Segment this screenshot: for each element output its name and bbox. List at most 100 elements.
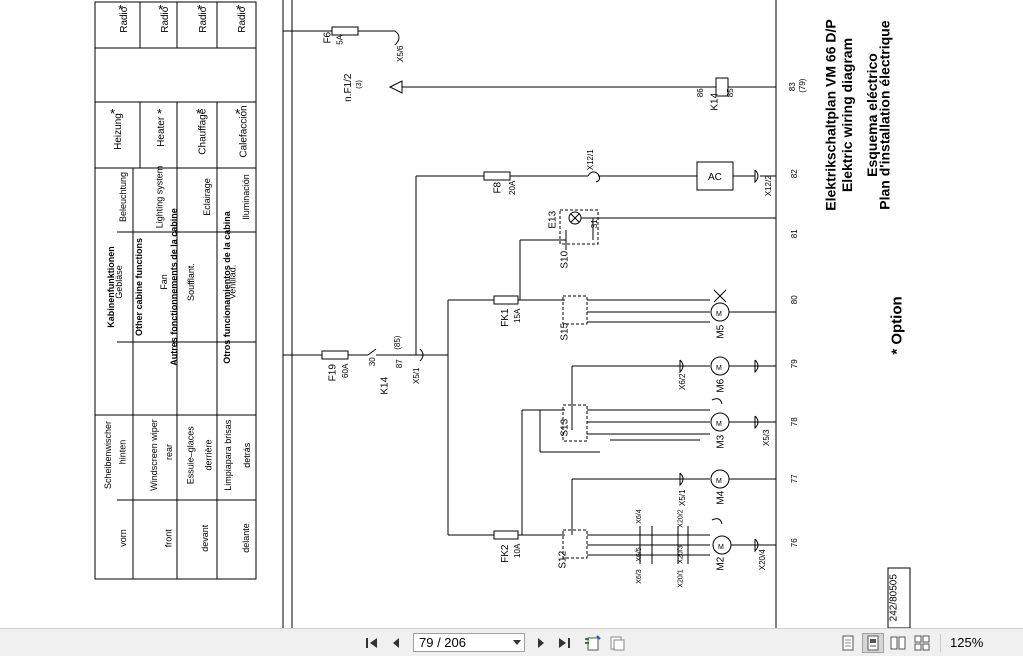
document-page: Radio Radio Radio Radio * * * * Heizung …	[94, 0, 911, 628]
option-star: *	[235, 106, 240, 121]
fit-page-button[interactable]	[582, 633, 604, 653]
single-page-icon	[842, 635, 854, 651]
cab-light-en: Lighting system	[154, 166, 164, 229]
next-page-icon	[538, 638, 544, 648]
label-pin-87: 87	[395, 359, 404, 368]
page-indicator: 79 / 206	[419, 635, 466, 650]
single-page-view-button[interactable]	[838, 633, 858, 653]
continuous-facing-view-button[interactable]	[912, 633, 932, 653]
label-f8: F8	[493, 181, 504, 193]
last-page-button[interactable]	[554, 633, 574, 653]
radio-label-fr: Radio	[198, 6, 209, 33]
label-m5: M5	[716, 324, 727, 338]
facing-pages-icon	[890, 636, 906, 650]
facing-view-button[interactable]	[888, 633, 908, 653]
drawing-number: 242/80505	[888, 574, 899, 622]
continuous-facing-icon	[914, 635, 930, 651]
motor-symbol: M	[716, 421, 722, 428]
label-f19-rating: 60A	[341, 363, 350, 378]
label-x63: X6/3	[636, 569, 643, 584]
label-s13: S13	[560, 418, 571, 436]
label-col-76: 76	[790, 538, 799, 547]
label-x64: X6/4	[636, 509, 643, 524]
wiper-front-de: vorn	[118, 529, 128, 547]
wiper-rear-es: detrás	[242, 442, 252, 468]
option-star: *	[197, 2, 202, 17]
label-pin-31: 31	[590, 219, 599, 228]
wiring	[283, 26, 776, 564]
label-k14: K14	[380, 376, 391, 394]
label-f19: F19	[327, 364, 338, 382]
next-page-button[interactable]	[531, 633, 551, 653]
viewer-toolbar: 79 / 206 125%	[0, 628, 1023, 656]
label-col-78: 78	[790, 417, 799, 426]
label-x51: X5/1	[412, 367, 421, 384]
heater-label-es: Calefacción	[239, 105, 250, 157]
page-number-select[interactable]: 79 / 206	[413, 633, 525, 652]
label-pin-86: 86	[696, 88, 705, 97]
first-page-button[interactable]	[362, 633, 382, 653]
wiper-group-fr: Essuie–glaces	[185, 426, 195, 485]
last-page-icon	[559, 638, 570, 648]
label-f8-rating: 20A	[508, 180, 517, 195]
label-x122: X12/2	[764, 175, 773, 196]
function-table	[94, 1, 257, 580]
fit-width-button[interactable]	[606, 633, 628, 653]
previous-page-icon	[393, 638, 399, 648]
title-line-fr: Plan d'installation électrique	[877, 20, 893, 209]
option-star: *	[236, 2, 241, 17]
label-x121: X12/1	[586, 149, 595, 170]
zoom-level[interactable]: 125%	[950, 635, 984, 650]
motor-symbol: M	[716, 478, 722, 485]
wiper-group-en: Windscreen wiper	[149, 419, 159, 491]
wiper-front-es: delante	[241, 523, 251, 553]
cab-group-es: Otros funcionamientos de la cabina	[222, 210, 232, 364]
wiper-group-es: Limpiapara brisas	[223, 419, 233, 491]
label-x202: X20/2	[678, 509, 685, 527]
motor-symbol: M	[718, 544, 724, 551]
label-k14b: K14	[710, 92, 721, 110]
label-col-81: 81	[790, 229, 799, 238]
chevron-down-icon	[510, 640, 524, 645]
title-line-de: Elektrikschaltplan VM 66 D/P	[823, 19, 839, 210]
cab-light-de: Beleuchtung	[118, 172, 128, 222]
previous-page-button[interactable]	[386, 633, 406, 653]
option-star: *	[157, 106, 162, 121]
label-e13: E13	[548, 210, 559, 228]
cab-fan-en: Fan	[159, 274, 169, 290]
continuous-view-button[interactable]	[862, 633, 884, 653]
label-f6-rating: 5A	[336, 34, 345, 44]
label-x51b: X5/1	[678, 489, 687, 506]
drawing-number-box: 242/80505	[887, 567, 911, 628]
label-k14-ref: (85)	[393, 335, 402, 350]
label-f12-sub: (3)	[356, 80, 363, 89]
fit-width-icon	[610, 636, 625, 651]
label-col-77: 77	[790, 474, 799, 483]
continuous-page-icon	[867, 635, 879, 651]
label-x56: X5/6	[396, 45, 405, 62]
option-note: * Option	[889, 296, 906, 354]
label-m6: M6	[716, 378, 727, 392]
motor-symbol: M	[716, 311, 722, 318]
label-x65: X6/5	[636, 547, 643, 562]
radio-label-de: Radio	[119, 6, 130, 33]
radio-label-es: Radio	[237, 6, 248, 33]
label-f12: n.F1/2	[343, 73, 354, 102]
option-star: *	[196, 106, 201, 121]
label-x201: X20/1	[678, 569, 685, 587]
label-fk2-rating: 10A	[513, 543, 522, 558]
label-s12: S12	[558, 550, 569, 568]
wiper-rear-en: rear	[164, 444, 174, 460]
label-x53: X5/3	[762, 429, 771, 446]
cab-light-fr: Eclairage	[202, 178, 212, 216]
wiper-rear-de: hinten	[117, 440, 127, 465]
label-ac: AC	[708, 172, 722, 183]
cab-fan-fr: Soufflant.	[186, 263, 196, 301]
frame-lines	[282, 0, 777, 628]
label-fk1-rating: 15A	[513, 308, 522, 323]
heater-label-en: Heater	[156, 116, 167, 147]
cab-fan-es: Ventilad.	[227, 265, 237, 300]
label-x62: X6/2	[678, 373, 687, 390]
option-star: *	[158, 2, 163, 17]
label-fk2: FK2	[500, 544, 511, 563]
